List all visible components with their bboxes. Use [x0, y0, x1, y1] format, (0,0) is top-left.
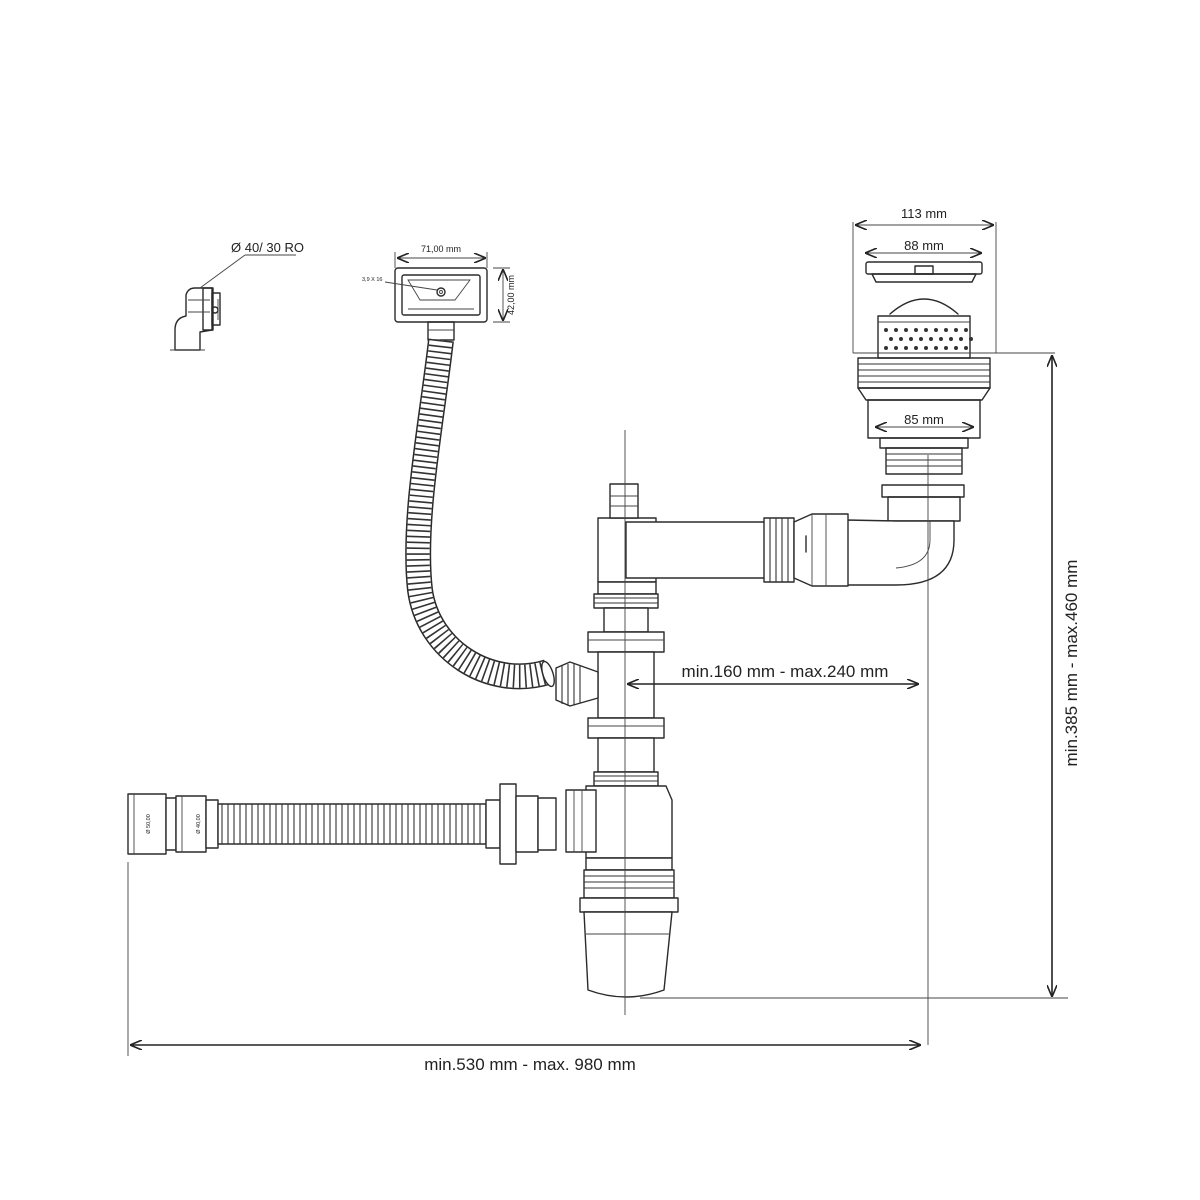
strainer-hole — [949, 337, 953, 341]
overflow-cover — [384, 252, 510, 341]
strainer-hole — [914, 346, 918, 350]
strainer-tail-thread — [885, 447, 963, 475]
trap-upper-thread — [593, 593, 659, 609]
overflow-width-label: 71,00 mm — [421, 244, 461, 254]
strainer-hole — [899, 337, 903, 341]
branch-thread — [763, 517, 795, 583]
strainer-hole — [919, 337, 923, 341]
strainer-hole — [894, 346, 898, 350]
strainer-hole — [929, 337, 933, 341]
strainer-hole — [889, 337, 893, 341]
horizontal-branch-pipe — [597, 483, 849, 595]
outlet-corrugated-hose — [127, 783, 557, 865]
total-height-label: min.385 mm - max.460 mm — [1062, 560, 1081, 767]
strainer-hole — [939, 337, 943, 341]
overflow-height-label: 42,00 mm — [506, 275, 516, 315]
strainer-hole — [909, 337, 913, 341]
trap-lower-thread — [583, 869, 675, 899]
drain-elbow — [845, 484, 965, 586]
strainer-hole — [944, 328, 948, 332]
overflow-screw-label: 3,9 X 16 — [362, 277, 383, 283]
strainer-hole — [969, 337, 973, 341]
strainer-hole — [884, 328, 888, 332]
branch-length-label: min.160 mm - max.240 mm — [682, 662, 889, 681]
overflow-elbow-fitting — [170, 254, 296, 351]
strainer-hole — [904, 346, 908, 350]
strainer-hole — [964, 328, 968, 332]
basket-strainer — [852, 222, 1055, 475]
hose-diameter-50-label: Ø 50,00 — [146, 814, 152, 834]
strainer-hole — [964, 346, 968, 350]
strainer-hole — [924, 328, 928, 332]
strainer-hole — [934, 346, 938, 350]
strainer-thread — [857, 357, 991, 389]
strainer-hole — [924, 346, 928, 350]
siphon-trap — [555, 593, 679, 998]
strainer-hole — [894, 328, 898, 332]
strainer-hole — [884, 346, 888, 350]
strainer-hole — [934, 328, 938, 332]
overflow-corrugated-hose — [405, 338, 555, 690]
strainer-outer-label: 113 mm — [901, 206, 947, 221]
outlet-hose-ribs — [221, 804, 481, 844]
total-length-label: min.530 mm - max. 980 mm — [424, 1055, 636, 1074]
side-inlet-thread — [561, 664, 581, 706]
strainer-body-label: 85 mm — [904, 412, 944, 427]
strainer-hole — [954, 346, 958, 350]
hose-diameter-40-label: Ø 40,00 — [196, 814, 202, 834]
strainer-hole — [914, 328, 918, 332]
strainer-hole — [904, 328, 908, 332]
strainer-holes — [884, 328, 973, 350]
strainer-inner-label: 88 mm — [904, 238, 944, 253]
strainer-hole — [959, 337, 963, 341]
overflow-pipe-label: Ø 40/ 30 RO — [231, 240, 304, 255]
strainer-hole — [954, 328, 958, 332]
strainer-hole — [944, 346, 948, 350]
trap-middle-thread — [593, 771, 659, 787]
